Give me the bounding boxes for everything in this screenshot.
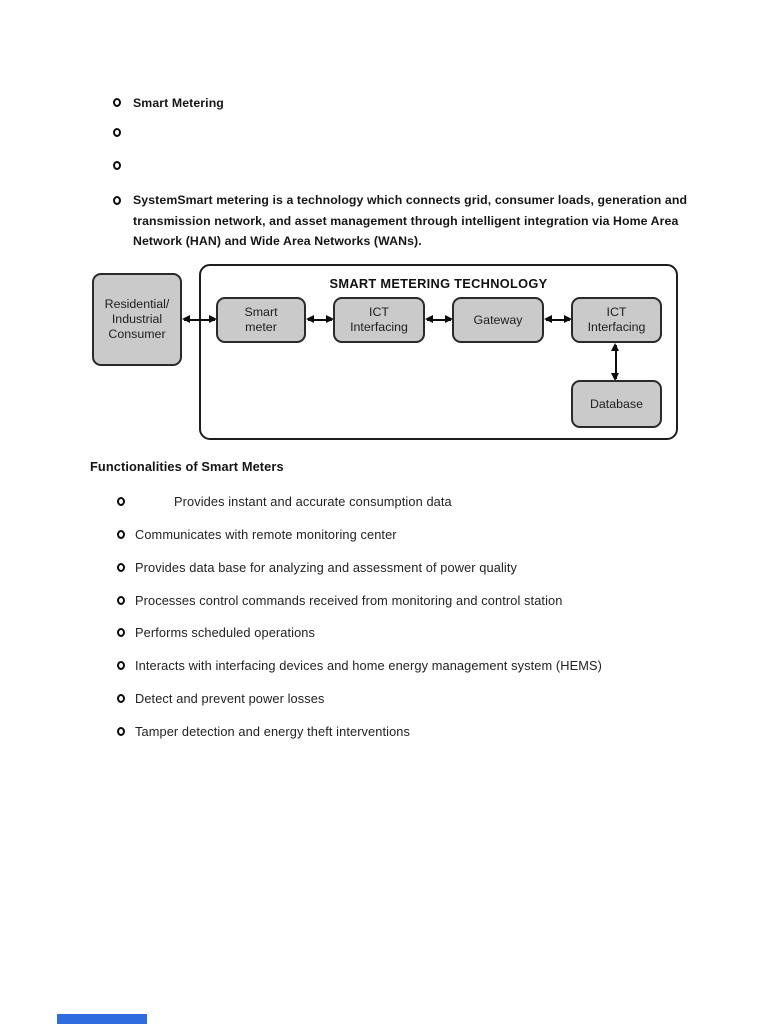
consumer-box-line: Residential/ (104, 297, 170, 311)
functionality-item: Tamper detection and energy theft interv… (117, 723, 410, 739)
bullet-ring-icon (113, 161, 121, 170)
bullet-ring-icon (117, 660, 125, 670)
arrow-consumer-smartmeter (182, 315, 217, 324)
bullet-ring-icon (113, 98, 121, 107)
diagram-box-database: Database (571, 380, 662, 428)
arrow-ict-gateway (425, 315, 453, 324)
gateway-label: Gateway (473, 312, 523, 327)
functionality-text: Tamper detection and energy theft interv… (135, 723, 411, 739)
arrow-ict-database (611, 343, 620, 381)
bullet-ring-icon (113, 128, 121, 137)
intro-bullet-item-empty (113, 161, 121, 170)
functionality-item: Communicates with remote monitoring cent… (117, 526, 397, 542)
functionality-item: Processes control commands received from… (117, 592, 562, 608)
bullet-ring-icon (117, 726, 125, 736)
smart-metering-diagram: SMART METERING TECHNOLOGY Residential/ I… (0, 263, 768, 443)
diagram-box-ict-interfacing-left: ICT Interfacing (333, 297, 425, 343)
functionality-item: Detect and prevent power losses (117, 690, 324, 706)
consumer-box-line: Consumer (108, 327, 166, 341)
functionality-item: Performs scheduled operations (117, 624, 315, 640)
intro-bullet-item: Smart Metering (113, 93, 224, 114)
diagram-box-smart-meter: Smart meter (216, 297, 306, 343)
bullet-ring-icon (113, 196, 121, 205)
intro-bullet-item: SystemSmart metering is a technology whi… (113, 190, 688, 252)
intro-bullet-item-empty (113, 128, 121, 137)
functionality-item: Provides instant and accurate consumptio… (117, 493, 452, 509)
bullet-ring-icon (117, 595, 125, 605)
ict-interfacing-left-label: ICT Interfacing (350, 305, 408, 334)
bullet-ring-icon (117, 496, 125, 506)
arrow-gateway-ict (544, 315, 572, 324)
arrow-smartmeter-ict (306, 315, 334, 324)
functionality-text: Communicates with remote monitoring cent… (135, 526, 397, 542)
smart-meter-label: Smart meter (244, 305, 278, 334)
intro-paragraph-line: SystemSmart metering is a technology whi… (133, 193, 688, 207)
viewer-progress-bar (57, 1014, 147, 1024)
ict-interfacing-right-label: ICT Interfacing (587, 305, 646, 334)
diagram-box-ict-interfacing-right: ICT Interfacing (571, 297, 662, 343)
diagram-box-residential-industrial-consumer: Residential/ Industrial Consumer (92, 273, 182, 366)
functionality-item: Interacts with interfacing devices and h… (117, 657, 602, 673)
consumer-box-line: Industrial (111, 312, 163, 326)
database-label: Database (589, 396, 644, 411)
functionalities-heading: Functionalities of Smart Meters (90, 459, 284, 474)
functionality-text: Processes control commands received from… (135, 592, 563, 608)
intro-paragraph-line: Network (HAN) and Wide Area Networks (WA… (133, 234, 422, 249)
functionality-text: Performs scheduled operations (135, 624, 316, 640)
intro-item-text: Smart Metering (133, 96, 224, 110)
bullet-ring-icon (117, 529, 125, 539)
functionality-item: Provides data base for analyzing and ass… (117, 559, 517, 575)
diagram-box-gateway: Gateway (452, 297, 544, 343)
bullet-ring-icon (117, 562, 125, 572)
bullet-ring-icon (117, 693, 125, 703)
functionality-text: Interacts with interfacing devices and h… (135, 657, 602, 673)
functionality-text: Provides instant and accurate consumptio… (174, 493, 452, 509)
functionality-text: Detect and prevent power losses (135, 690, 325, 706)
diagram-title: SMART METERING TECHNOLOGY (329, 276, 548, 291)
intro-paragraph: SystemSmart metering is a technology whi… (133, 190, 688, 252)
functionality-text: Provides data base for analyzing and ass… (135, 559, 517, 575)
intro-paragraph-line: transmission network, and asset manageme… (133, 213, 679, 228)
bullet-ring-icon (117, 627, 125, 637)
